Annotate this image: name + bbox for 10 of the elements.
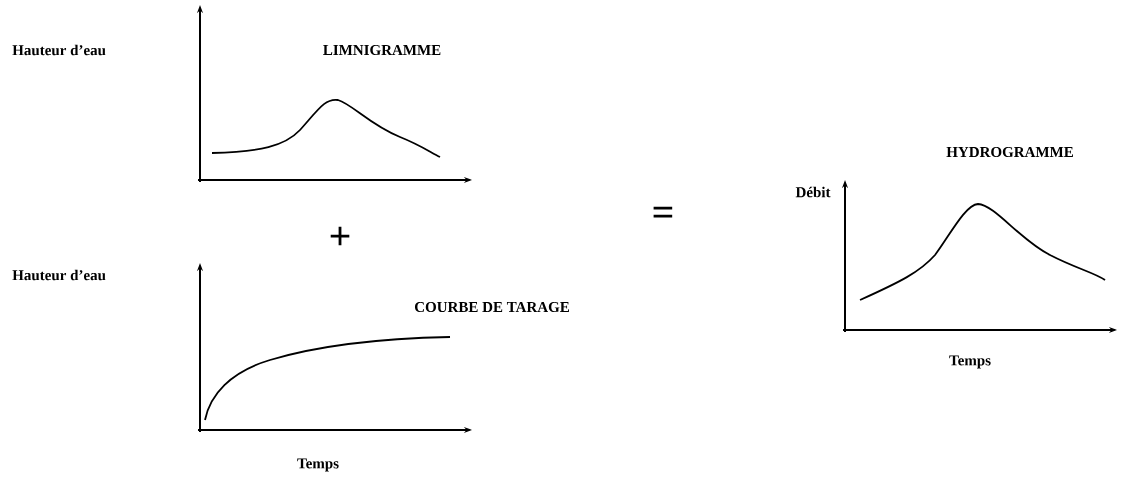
chart-title: HYDROGRAMME — [946, 146, 1073, 158]
axis-label: Temps — [949, 355, 991, 369]
axis-label: Hauteur d’eau — [12, 269, 106, 281]
chart-title: COURBE DE TARAGE — [414, 301, 569, 313]
equals-sign: = — [653, 206, 673, 218]
axis-label: Temps — [297, 458, 339, 472]
chart-title: LIMNIGRAMME — [323, 44, 441, 56]
plus-sign: + — [330, 226, 350, 246]
axis-label: Débit — [795, 186, 831, 198]
axis-label: Hauteur d’eau — [12, 44, 106, 56]
